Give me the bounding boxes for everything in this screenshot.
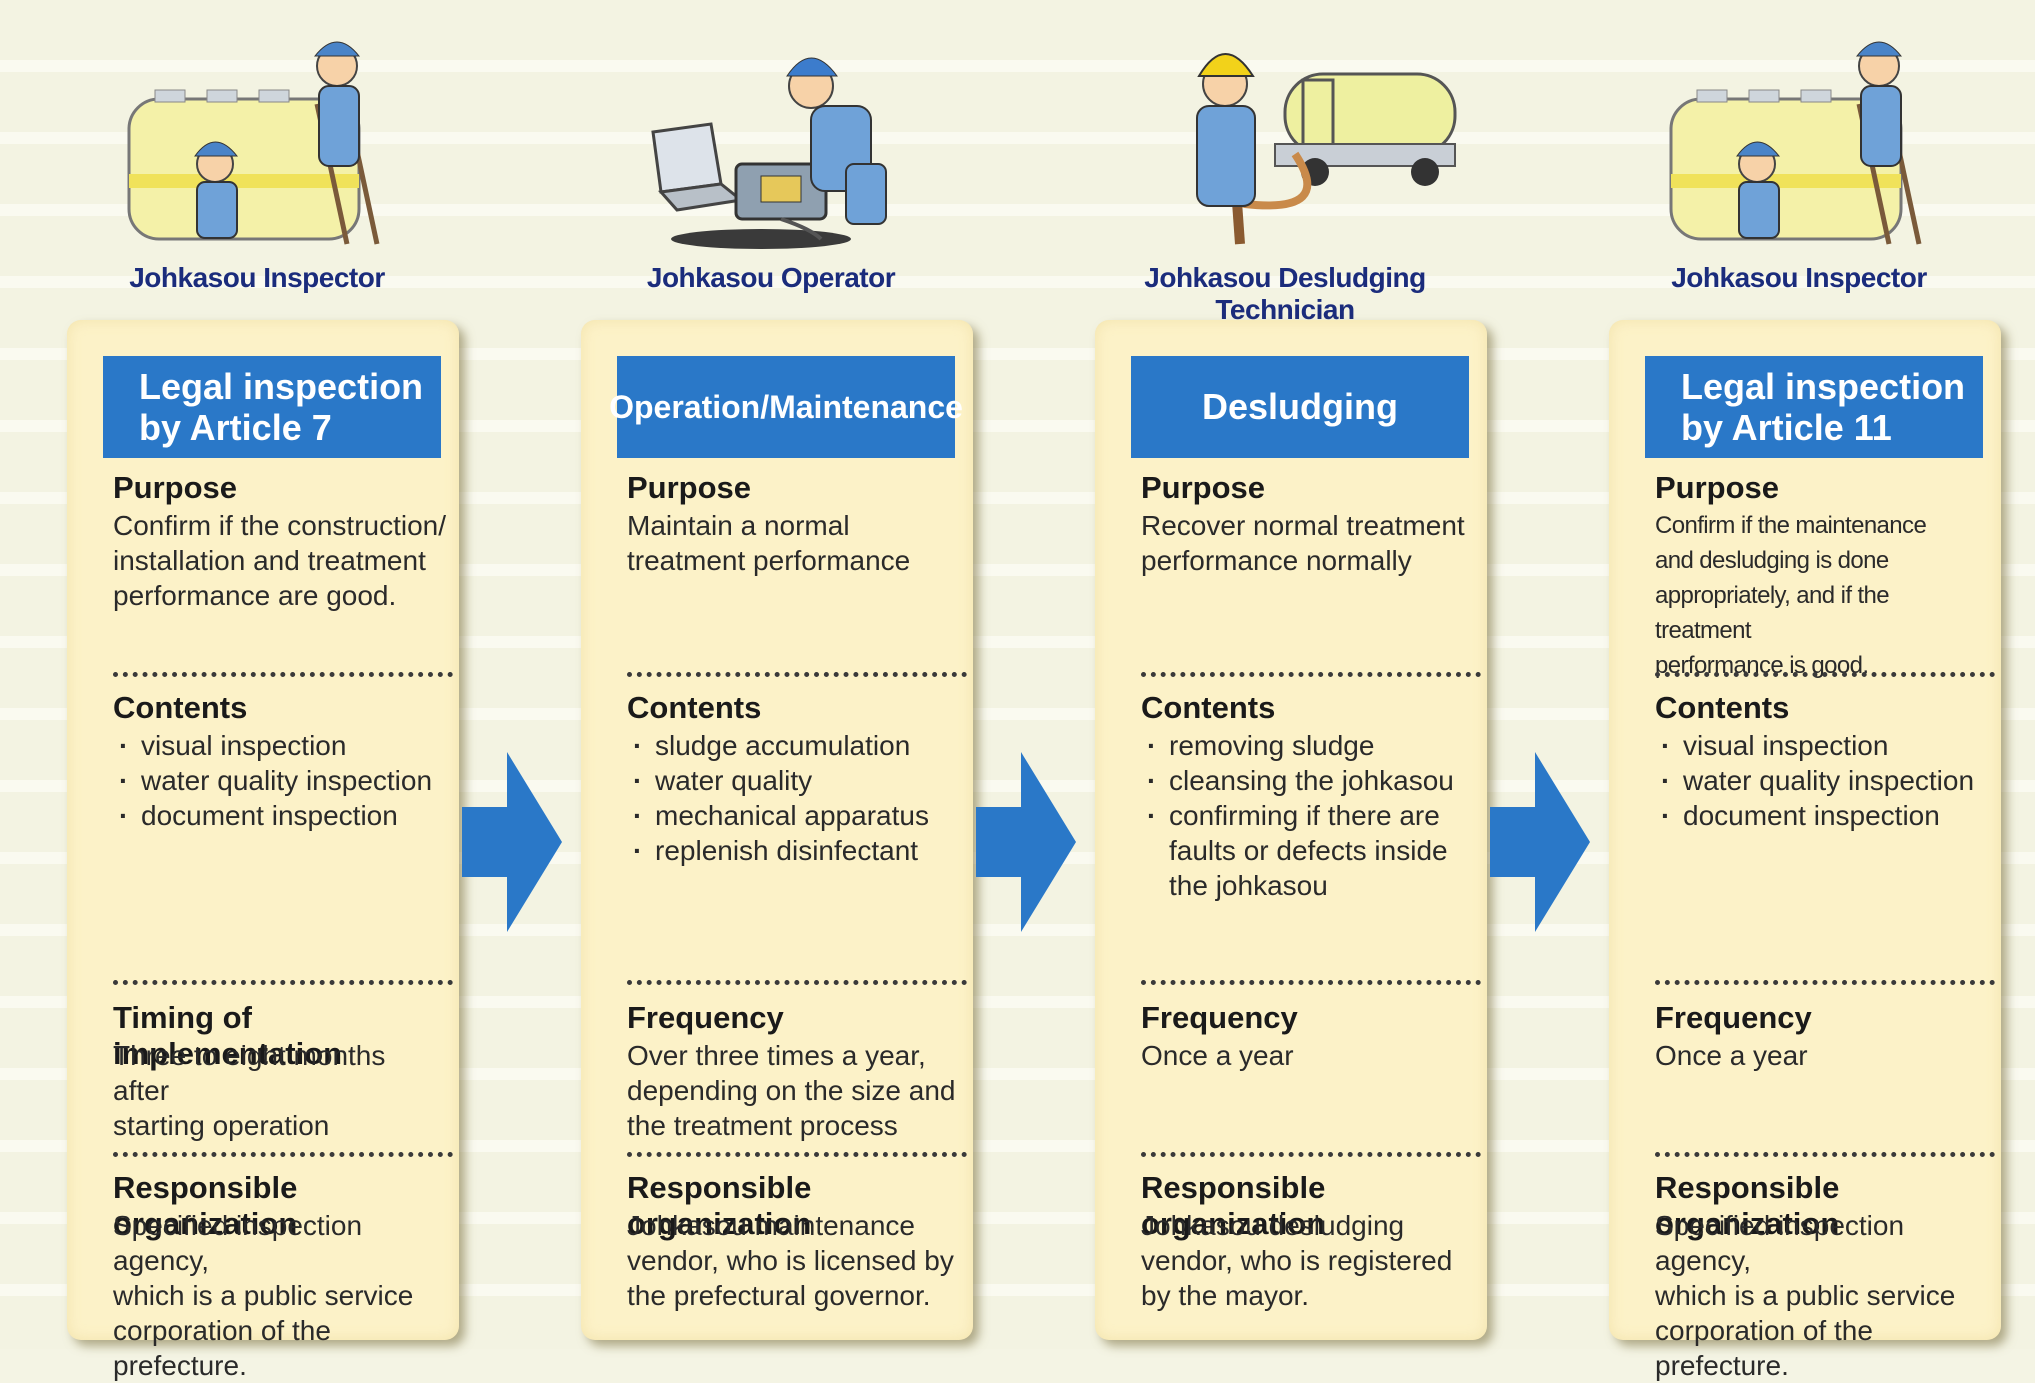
process-card: Legal inspection by Article 11 Purpose C… (1609, 320, 2001, 1381)
frequency-heading: Frequency (1141, 1000, 1298, 1035)
column-legal-inspection-article-11: Johkasou Inspector Legal inspection by A… (1589, 0, 2009, 1381)
card-title: Legal inspection by Article 7 (103, 356, 441, 458)
contents-list: removing sludge cleansing the johkasou c… (1141, 728, 1477, 903)
list-item: cleansing the johkasou (1141, 763, 1477, 798)
arrow-right-icon (462, 752, 562, 932)
inspector-illustration (127, 41, 380, 245)
divider (113, 1152, 453, 1157)
divider (627, 1152, 967, 1157)
column-desludging: Johkasou Desludging Technician Desludgin… (1075, 0, 1495, 1349)
divider (1141, 980, 1481, 985)
purpose-text: Confirm if the construction/ installatio… (113, 510, 447, 611)
purpose-text: Recover normal treatment performance nor… (1141, 510, 1465, 576)
role-label: Johkasou Operator (646, 262, 896, 293)
divider (1141, 1152, 1481, 1157)
card-title: Operation/Maintenance (609, 356, 963, 458)
organization-heading: Responsible organization (1655, 1170, 1840, 1241)
purpose-heading: Purpose (1655, 470, 1780, 505)
divider (1141, 672, 1481, 677)
contents-list: sludge accumulation water quality mechan… (627, 728, 963, 868)
divider (627, 980, 967, 985)
list-item: removing sludge (1141, 728, 1477, 763)
organization-text: Johkasou maintenance vendor, who is lice… (627, 1210, 954, 1311)
contents-heading: Contents (113, 690, 248, 725)
card-title: Desludging (1131, 356, 1469, 458)
purpose-heading: Purpose (627, 470, 752, 505)
purpose-heading: Purpose (113, 470, 238, 505)
list-item: confirming if there are faults or defect… (1141, 798, 1477, 903)
desludging-truck-illustration (1196, 53, 1457, 245)
inspector-illustration (1669, 41, 1922, 245)
frequency-text: Over three times a year, depending on th… (627, 1040, 956, 1141)
list-item: visual inspection (1655, 728, 1991, 763)
divider (1655, 1152, 1995, 1157)
frequency-text: Once a year (1655, 1040, 1808, 1071)
list-item: water quality (627, 763, 963, 798)
card-title-line: Legal inspection (1681, 365, 1966, 407)
list-item: visual inspection (113, 728, 449, 763)
list-item: mechanical apparatus (627, 798, 963, 833)
organization-text: Specified inspection agency, which is a … (113, 1210, 414, 1381)
contents-heading: Contents (627, 690, 762, 725)
contents-heading: Contents (1655, 690, 1790, 725)
timing-text: Three to eight months after starting ope… (113, 1040, 386, 1141)
list-item: water quality inspection (1655, 763, 1991, 798)
card-title-line: Operation/Maintenance (609, 388, 963, 425)
process-card: Legal inspection by Article 7 Purpose Co… (67, 320, 459, 1381)
divider (627, 672, 967, 677)
purpose-text: Maintain a normal treatment performance (627, 510, 911, 576)
organization-heading: Responsible organization (1141, 1170, 1326, 1241)
organization-text: Johkasou desludging vendor, who is regis… (1141, 1210, 1453, 1311)
purpose-heading: Purpose (1141, 470, 1266, 505)
role-label: Johkasou Desludging Technician (1144, 262, 1426, 325)
list-item: replenish disinfectant (627, 833, 963, 868)
contents-list: visual inspection water quality inspecti… (1655, 728, 1991, 833)
card-title: Legal inspection by Article 11 (1645, 356, 1983, 458)
list-item: document inspection (113, 798, 449, 833)
role-label: Johkasou Inspector (1671, 262, 1927, 293)
divider (1655, 672, 1995, 677)
frequency-heading: Frequency (1655, 1000, 1812, 1035)
arrow-right-icon (1490, 752, 1590, 932)
purpose-text: Confirm if the maintenance and desludgin… (1655, 512, 1927, 679)
operator-illustration (651, 57, 887, 249)
list-item: water quality inspection (113, 763, 449, 798)
organization-heading: Responsible organization (627, 1170, 812, 1241)
card-title-line: by Article 7 (139, 407, 332, 448)
list-item: sludge accumulation (627, 728, 963, 763)
process-card: Desludging Purpose Recover normal treatm… (1095, 320, 1487, 1340)
divider (113, 980, 453, 985)
column-legal-inspection-article-7: Johkasou Inspector Legal inspection by A… (47, 0, 467, 1381)
frequency-heading: Frequency (627, 1000, 784, 1035)
list-item: document inspection (1655, 798, 1991, 833)
card-title-line: Legal inspection (139, 365, 424, 407)
arrow-right-icon (976, 752, 1076, 932)
role-label: Johkasou Inspector (129, 262, 385, 293)
contents-heading: Contents (1141, 690, 1276, 725)
card-title-line: by Article 11 (1681, 407, 1892, 448)
contents-list: visual inspection water quality inspecti… (113, 728, 449, 833)
divider (1655, 980, 1995, 985)
divider (113, 672, 453, 677)
process-card: Operation/Maintenance Purpose Maintain a… (581, 320, 973, 1340)
card-title-line: Desludging (1202, 386, 1398, 428)
organization-heading: Responsible organization (113, 1170, 298, 1241)
frequency-text: Once a year (1141, 1040, 1294, 1071)
timing-heading: Timing of implementation (113, 1000, 343, 1071)
organization-text: Specified inspection agency, which is a … (1655, 1210, 1956, 1381)
column-operation-maintenance: Johkasou Operator Operation/Maintenance … (561, 0, 981, 1349)
